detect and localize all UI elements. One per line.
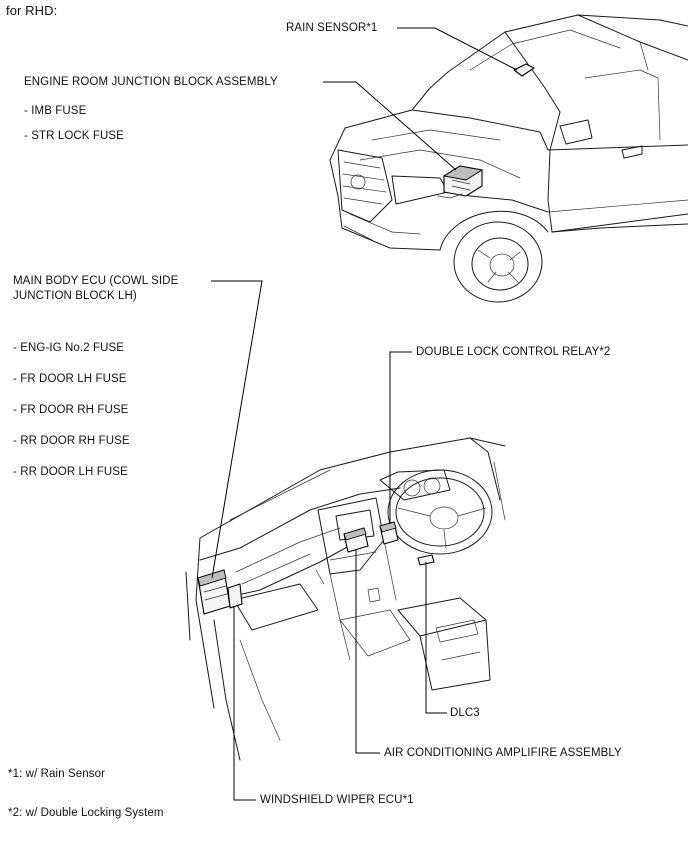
footnote-double-locking-system: *2: w/ Double Locking System (8, 807, 164, 819)
fr-door-rh-fuse-label: - FR DOOR RH FUSE (13, 404, 129, 416)
fr-door-lh-fuse-label: - FR DOOR LH FUSE (13, 373, 127, 385)
air-conditioning-amplifier-label: AIR CONDITIONING AMPLIFIRE ASSEMBLY (384, 747, 622, 759)
windshield-wiper-ecu-label: WINDSHIELD WIPER ECU*1 (260, 794, 414, 806)
footnote-rain-sensor: *1: w/ Rain Sensor (8, 768, 106, 780)
main-body-ecu-label-line1: MAIN BODY ECU (COWL SIDE (13, 275, 179, 287)
vehicle-exterior-illustration (329, 14, 688, 303)
vehicle-interior-illustration (185, 437, 506, 761)
leader-lines (211, 27, 518, 801)
engine-room-junction-block-label: ENGINE ROOM JUNCTION BLOCK ASSEMBLY (24, 76, 278, 88)
dlc3-label: DLC3 (450, 707, 480, 719)
double-lock-control-relay-label: DOUBLE LOCK CONTROL RELAY*2 (416, 346, 611, 358)
imb-fuse-label: - IMB FUSE (24, 105, 87, 117)
rr-door-rh-fuse-label: - RR DOOR RH FUSE (13, 435, 130, 447)
page-title: for RHD: (6, 3, 58, 18)
str-lock-fuse-label: - STR LOCK FUSE (24, 130, 124, 142)
rr-door-lh-fuse-label: - RR DOOR LH FUSE (13, 466, 128, 478)
main-body-ecu-label-line2: JUNCTION BLOCK LH) (13, 290, 137, 302)
rain-sensor-label: RAIN SENSOR*1 (286, 22, 378, 34)
eng-ig-no2-fuse-label: - ENG-IG No.2 FUSE (13, 342, 125, 354)
